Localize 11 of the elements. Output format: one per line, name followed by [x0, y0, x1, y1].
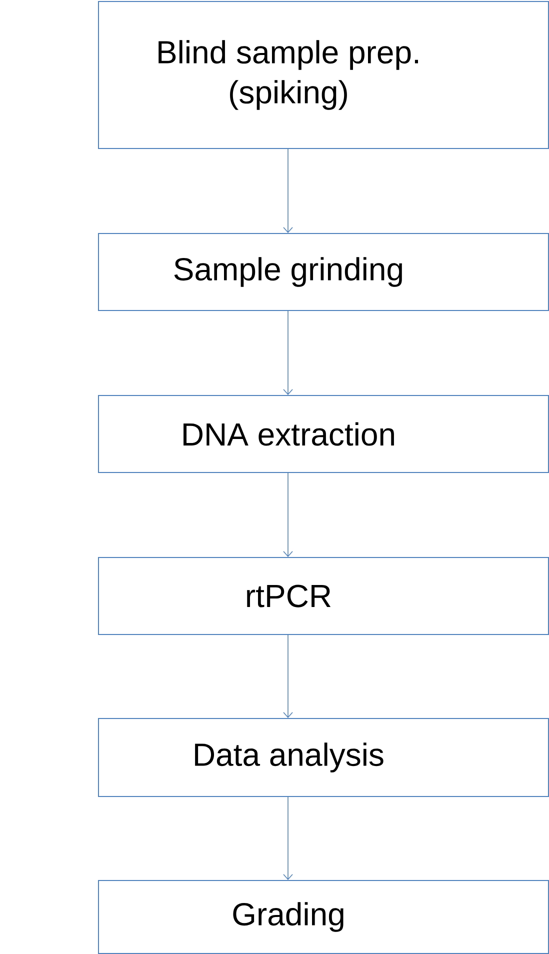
- process-box: DNA extraction: [98, 395, 549, 473]
- arrow: [283, 148, 293, 234]
- process-box: Blind sample prep. (spiking): [98, 1, 549, 149]
- process-box: rtPCR: [98, 557, 549, 635]
- arrow: [283, 472, 293, 557]
- process-box: Grading: [98, 880, 549, 954]
- arrow: [283, 310, 293, 395]
- process-box: Data analysis: [98, 718, 549, 797]
- arrow: [283, 796, 293, 880]
- process-box: Sample grinding: [98, 233, 549, 311]
- arrow: [283, 634, 293, 718]
